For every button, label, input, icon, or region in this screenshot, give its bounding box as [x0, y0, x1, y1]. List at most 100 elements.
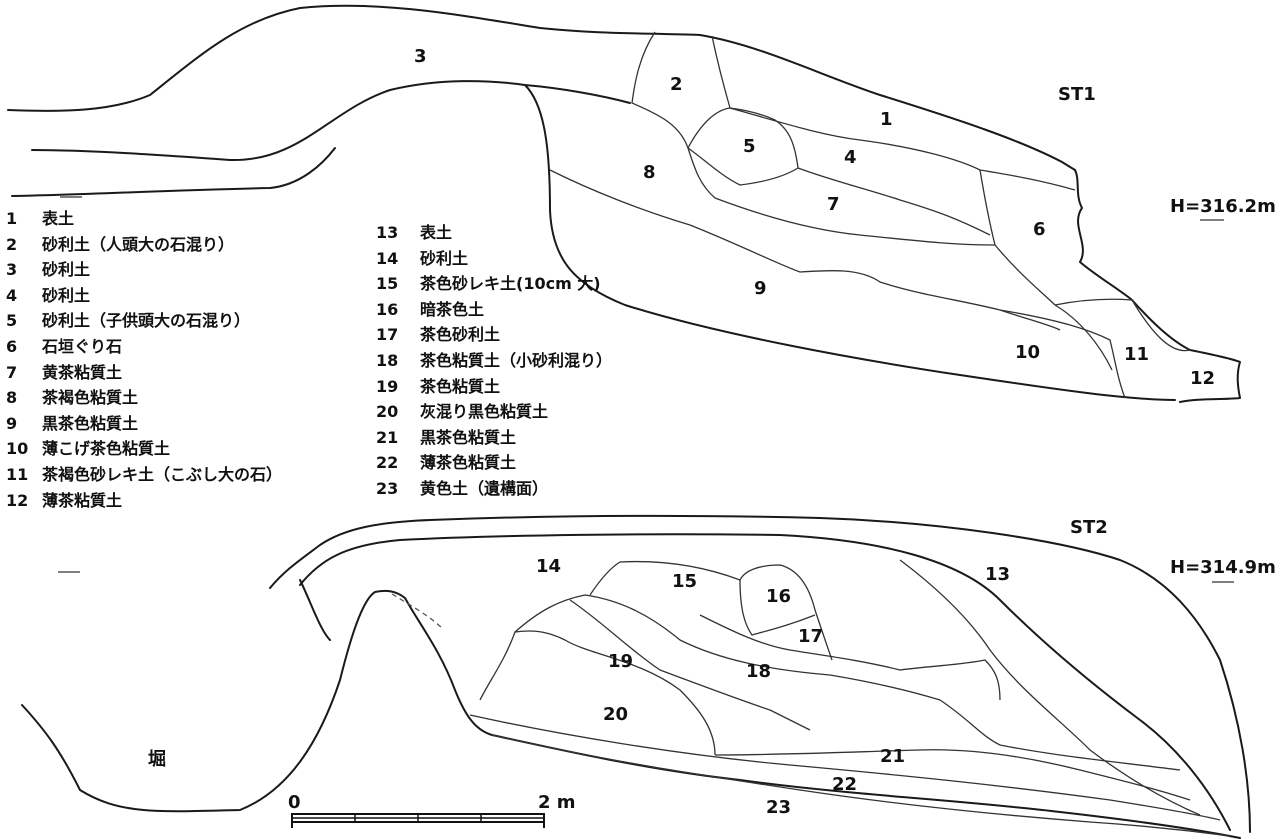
legend-text: 砂利土 [42, 260, 91, 280]
legend-text: 黄茶粘質土 [42, 362, 123, 382]
legend-num: 8 [6, 388, 18, 408]
legend-text: 茶色砂レキ土(10cm 大) [420, 274, 601, 294]
layer-label-11: 11 [1124, 344, 1149, 365]
legend-row: 23 黄色土（遺構面） [376, 476, 612, 502]
st2-boundary-21 [714, 749, 1191, 801]
legend-num: 5 [6, 311, 18, 331]
legend-text: 砂利土 [420, 248, 469, 268]
legend-text: 砂利土（人頭大の石混り） [42, 234, 235, 254]
layer-label-23: 23 [766, 797, 791, 818]
scale-bar: 0 2 m [288, 792, 576, 828]
layer-label-15: 15 [672, 571, 697, 592]
st1-boundary-11 [1054, 299, 1191, 371]
layer-label-14: 14 [536, 556, 561, 577]
layer-label-5: 5 [743, 136, 756, 157]
legend-text: 表土 [42, 209, 75, 228]
st1-boundary-6 [979, 169, 1133, 306]
st1-top-surface-line [7, 4, 1076, 171]
legend-num: 22 [376, 453, 399, 473]
scale-start-label: 0 [288, 792, 301, 813]
st2-boundary-18 [569, 599, 811, 731]
legend-row: 17 茶色砂利土 [376, 322, 612, 348]
legend-text: 薄茶粘質土 [42, 490, 123, 510]
legend-num: 2 [6, 234, 18, 254]
legend-row: 8 茶褐色粘質土 [6, 385, 282, 411]
legend-num: 12 [6, 490, 29, 510]
legend-num: 20 [376, 402, 399, 422]
legend-text: 茶色砂利土 [420, 325, 501, 345]
legend-num: 16 [376, 299, 399, 319]
elevation-label-st1: H=316.2m [1170, 196, 1276, 217]
legend-num: 1 [6, 209, 18, 228]
legend-text: 茶褐色砂レキ土（こぶし大の石） [42, 464, 283, 484]
st2-boundary-22 [469, 714, 1221, 821]
legend-text: 薄こげ茶色粘質土 [42, 439, 171, 459]
st2-layer-labels: ST2 H=314.9m 13 14 15 16 17 18 19 20 21 … [58, 517, 1276, 818]
layer-label-1: 1 [880, 109, 893, 130]
legend-num: 6 [6, 336, 18, 356]
legend-num: 3 [6, 260, 18, 280]
st1-section [7, 4, 1241, 403]
layer-label-8: 8 [643, 162, 656, 183]
legend-num: 11 [6, 464, 29, 484]
legend-row: 12 薄茶粘質土 [6, 488, 282, 514]
legend-text: 石垣ぐり石 [42, 336, 123, 356]
st1-left-lower-line [11, 147, 336, 197]
legend-text: 砂利土 [42, 285, 91, 305]
legend-num: 17 [376, 325, 399, 345]
legend-row: 16 暗茶色土 [376, 297, 612, 323]
st2-inner-surface-line [299, 533, 1231, 831]
st2-top-surface-line [269, 514, 1251, 833]
legend-row: 11 茶褐色砂レキ土（こぶし大の石） [6, 462, 282, 488]
elevation-label-st2: H=314.9m [1170, 557, 1276, 578]
legend-num: 14 [376, 248, 399, 268]
st2-boundary-19 [514, 594, 1181, 771]
legend-text: 表土 [420, 223, 453, 242]
st1-boundary-10 [999, 309, 1126, 399]
st2-boundary-20 [479, 630, 716, 756]
st1-right-edge [1074, 169, 1241, 403]
section-label-st2: ST2 [1070, 517, 1108, 538]
layer-label-22: 22 [832, 774, 857, 795]
st2-upper-left-line [299, 579, 331, 641]
legend-text: 黒茶色粘質土 [42, 413, 139, 433]
st2-ditch-left-line [21, 589, 406, 813]
st1-boundary-2 [631, 31, 731, 149]
legend-text: 茶色粘質土 [420, 376, 501, 396]
layer-label-19: 19 [608, 651, 633, 672]
legend-text: 黒茶色粘質土 [420, 427, 517, 447]
layer-label-16: 16 [766, 586, 791, 607]
st1-boundary-7-top [797, 167, 991, 236]
ditch-label: 堀 [148, 749, 166, 770]
st2-dashed-line [391, 593, 443, 629]
st2-boundary-15 [589, 560, 741, 596]
legend-num: 18 [376, 350, 399, 370]
layer-label-18: 18 [746, 661, 771, 682]
legend-row: 2 砂利土（人頭大の石混り） [6, 232, 282, 258]
layer-label-6: 6 [1033, 219, 1046, 240]
legend-num: 7 [6, 362, 18, 382]
layer-label-21: 21 [880, 746, 905, 767]
legend-num: 19 [376, 376, 399, 396]
st1-boundary-8-7 [687, 147, 996, 246]
st2-boundary-17b [699, 614, 1001, 701]
legend-text: 砂利土（子供頭大の石混り） [42, 311, 251, 331]
st1-boundary-8-9 [549, 169, 1061, 331]
st2-boundary-17 [739, 579, 816, 636]
legend-text: 暗茶色土 [420, 299, 485, 319]
layer-label-12: 12 [1190, 368, 1215, 389]
layer-label-10: 10 [1015, 342, 1040, 363]
legend-row: 3 砂利土 [6, 257, 282, 283]
legend-text: 黄色土（遺構面） [420, 478, 549, 498]
legend-text: 茶褐色粘質土 [42, 388, 139, 408]
legend-num: 23 [376, 478, 399, 498]
legend-text: 薄茶色粘質土 [420, 453, 517, 473]
